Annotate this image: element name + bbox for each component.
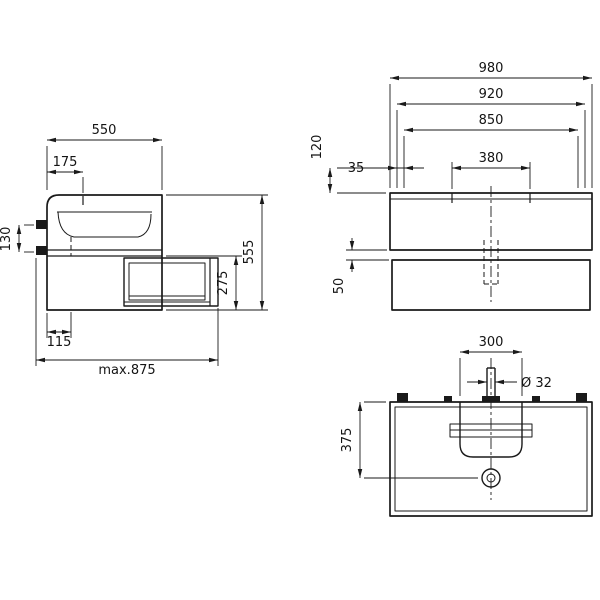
dim-175: 175 <box>47 155 84 193</box>
dim-550: 550 <box>46 123 163 190</box>
bottom-view: 300 Ø 32 375 <box>340 335 593 517</box>
dim-diameter-32-label: Ø 32 <box>521 376 552 391</box>
dim-375: 375 <box>340 401 478 479</box>
dim-850-label: 850 <box>479 113 504 128</box>
dim-175-label: 175 <box>53 155 78 170</box>
front-view-body <box>389 186 593 311</box>
dim-980-label: 980 <box>479 61 504 76</box>
front-view: 980 920 850 380 120 <box>310 61 593 311</box>
wall-bracket-top <box>36 220 47 229</box>
dim-35-label: 35 <box>348 161 365 176</box>
dim-diameter-32: Ø 32 <box>467 376 552 391</box>
dim-50: 50 <box>332 238 389 294</box>
dim-120: 120 <box>310 135 424 194</box>
fixing-clip-right <box>532 396 540 402</box>
fixing-clip-left <box>444 396 452 402</box>
bottom-view-body <box>389 358 593 517</box>
dim-275: 275 <box>166 255 268 311</box>
dim-275-label: 275 <box>216 271 231 296</box>
dim-max875: max.875 <box>35 258 219 378</box>
dim-555: 555 <box>166 194 268 310</box>
dim-920: 920 <box>396 87 586 188</box>
dim-50-label: 50 <box>332 278 347 295</box>
wall-bracket-bottom <box>36 246 47 255</box>
open-drawer <box>123 257 219 307</box>
dim-375-label: 375 <box>340 428 355 453</box>
mount-bracket-left <box>397 393 408 402</box>
siphon-cutout <box>459 402 523 458</box>
dim-920-label: 920 <box>479 87 504 102</box>
dim-300: 300 <box>459 335 523 396</box>
dim-120-label: 120 <box>310 135 325 160</box>
dim-380: 380 <box>451 151 531 189</box>
dim-max875-label: max.875 <box>98 363 155 378</box>
dim-115: 115 <box>46 312 72 350</box>
dim-555-label: 555 <box>242 240 257 265</box>
dim-130-label: 130 <box>0 227 14 252</box>
dim-130: 130 <box>0 224 34 253</box>
dim-380-label: 380 <box>479 151 504 166</box>
dim-850: 850 <box>403 113 579 188</box>
side-view: 550 175 130 115 max.875 <box>0 123 268 378</box>
side-view-body <box>36 194 219 311</box>
dim-35: 35 <box>348 161 418 176</box>
dim-115-label: 115 <box>47 335 72 350</box>
dim-980: 980 <box>389 61 593 188</box>
mount-bracket-right <box>576 393 587 402</box>
dim-300-label: 300 <box>479 335 504 350</box>
dim-550-label: 550 <box>92 123 117 138</box>
